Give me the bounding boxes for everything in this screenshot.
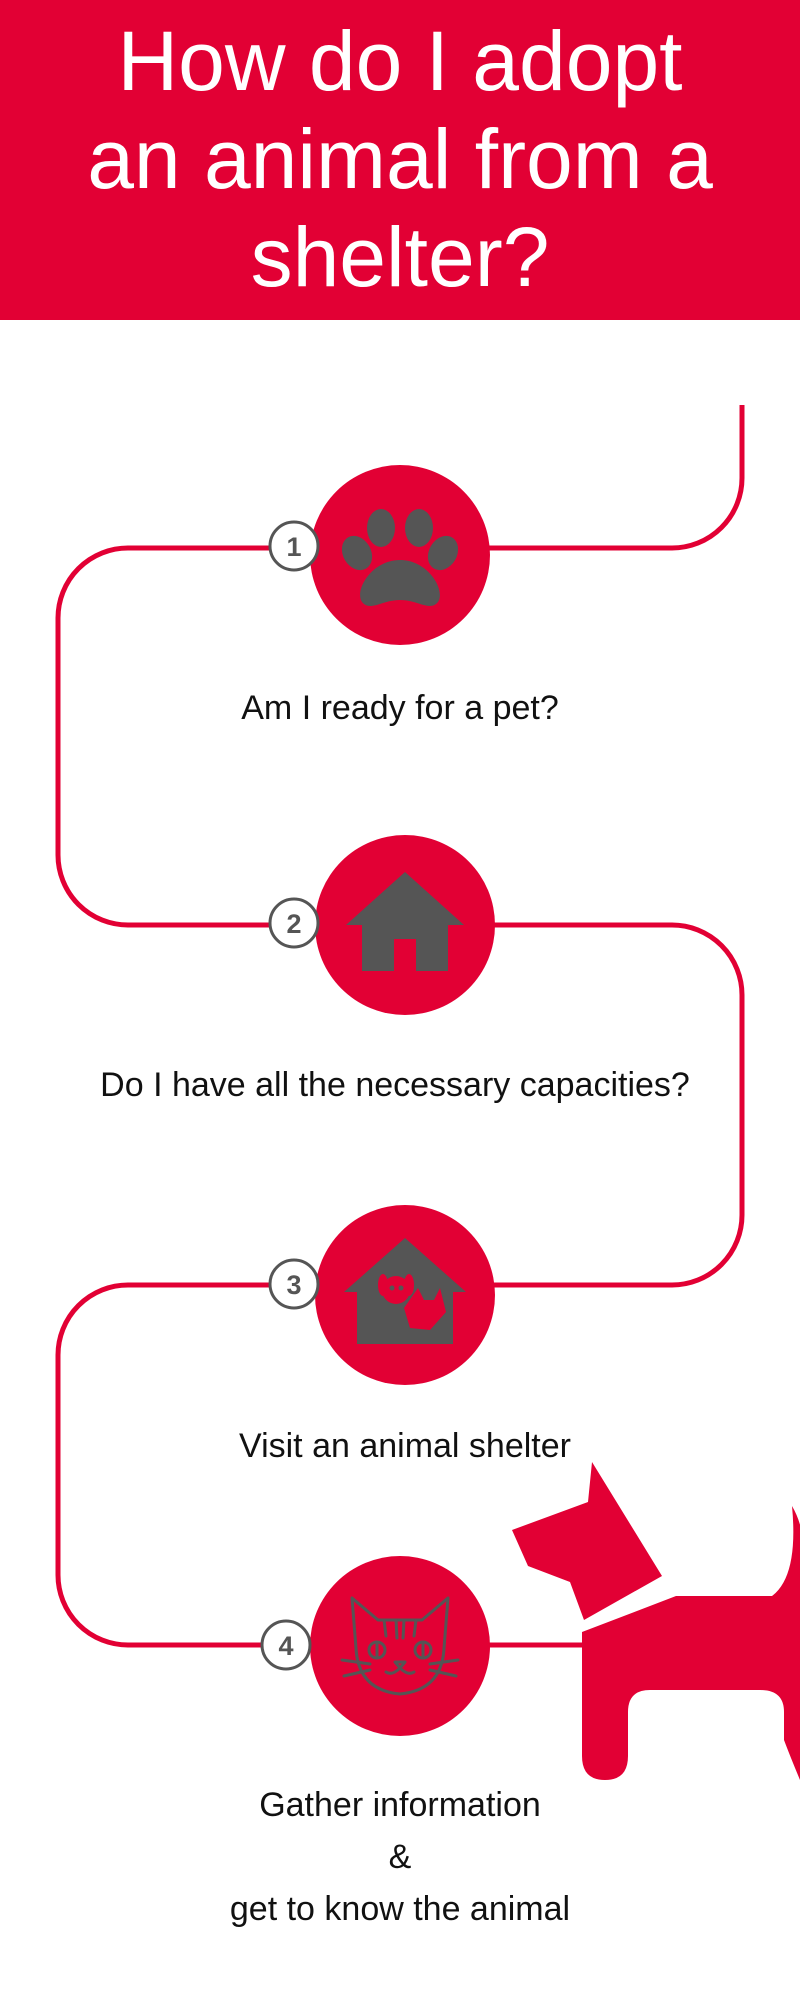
step-3: 3 xyxy=(268,1205,495,1385)
step-2-number: 2 xyxy=(286,909,301,939)
animal-shelter-icon xyxy=(344,1238,466,1344)
step-2-badge xyxy=(268,897,320,949)
step-3-number: 3 xyxy=(286,1270,301,1300)
step-3-label: Visit an animal shelter xyxy=(239,1427,571,1465)
step-1-number: 1 xyxy=(286,532,301,562)
header-banner: How do I adopt an animal from a shelter? xyxy=(0,0,800,320)
step-2-label: Do I have all the necessary capacities? xyxy=(100,1066,690,1104)
step-3-badge xyxy=(268,1258,320,1310)
house-icon xyxy=(346,872,464,971)
step-1-badge xyxy=(268,520,320,572)
step-4-badge xyxy=(260,1619,312,1671)
step-2: 2 xyxy=(268,835,495,1015)
step-1: 1 xyxy=(268,465,490,645)
title-line-2: an animal from a xyxy=(87,112,713,206)
page-title: How do I adopt an animal from a shelter? xyxy=(0,12,800,306)
step-1-circle xyxy=(310,465,490,645)
title-line-1: How do I adopt xyxy=(117,14,683,108)
step-4-label-line-3: get to know the animal xyxy=(229,1890,571,1928)
step-4-label-line-1: Gather information xyxy=(259,1786,541,1824)
connector-path xyxy=(55,405,745,1648)
step-4-label: Gather information & get to know the ani… xyxy=(100,1779,700,1935)
step-4-label-line-2: & xyxy=(388,1838,412,1876)
cat-face-icon xyxy=(340,1596,460,1696)
paw-print-icon xyxy=(341,509,459,606)
title-line-3: shelter? xyxy=(250,210,550,304)
step-4-number: 4 xyxy=(278,1631,293,1661)
step-4-circle xyxy=(310,1556,490,1736)
step-4: 4 xyxy=(260,1556,490,1736)
dog-silhouette-icon xyxy=(512,1462,800,1780)
step-1-label: Am I ready for a pet? xyxy=(241,689,559,727)
